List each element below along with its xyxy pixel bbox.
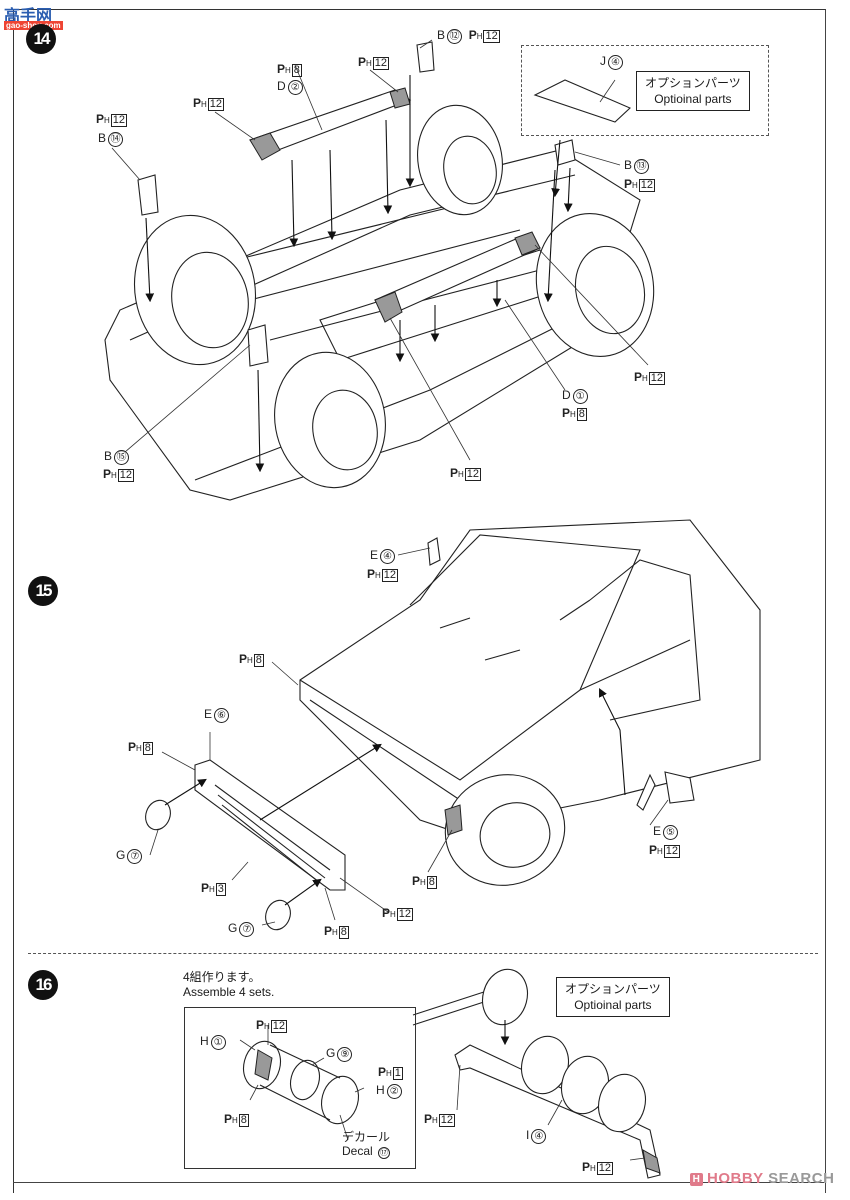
optional-parts-label: オプションパーツ Optioinal parts [636,71,750,111]
hobby-search-logo-icon: H [690,1173,703,1186]
bottom-rule [13,1182,824,1183]
page-frame [13,9,826,1193]
car-underside-illustration [104,39,655,501]
optional-parts-area [521,45,769,136]
step-14-badge: 14 [26,24,56,54]
step-16-badge: 16 [28,970,58,1000]
label-decal: デカール Decal ⑰ [342,1130,391,1159]
step-separator [28,953,818,954]
fog-light-detail-box [184,1007,416,1169]
optional-parts-label-16: オプションパーツ Optioinal parts [556,977,670,1017]
fog-light-illustration [239,968,661,1179]
step-15-badge: 15 [28,576,58,606]
car-front-illustration [145,519,761,931]
step-16-instruction: 4組作ります。 Assemble 4 sets. [183,970,275,999]
